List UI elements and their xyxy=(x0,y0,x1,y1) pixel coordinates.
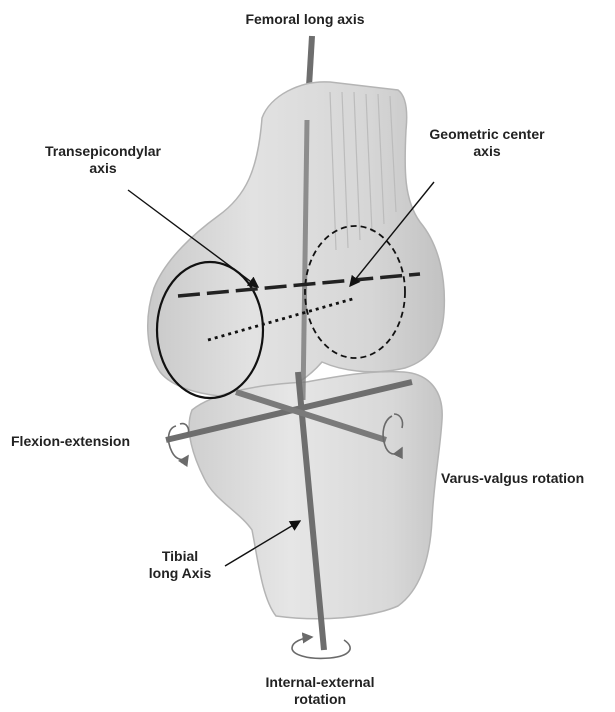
femoral-long-axis-label: Femoral long axis xyxy=(230,11,380,28)
internal-external-rotation-label: Internal-external rotation xyxy=(240,674,400,708)
geometric-center-axis-label: Geometric center axis xyxy=(412,126,562,160)
geometric-center-label-line1: Geometric center xyxy=(412,126,562,143)
femur-bone xyxy=(148,82,445,397)
tibial-long-axis-label: Tibial long Axis xyxy=(130,548,230,582)
tibial-label-line1: Tibial xyxy=(130,548,230,565)
transepicondylar-axis-label: Transepicondylar axis xyxy=(28,143,178,177)
tibial-label-line2: long Axis xyxy=(130,565,230,582)
geometric-center-label-line2: axis xyxy=(412,143,562,160)
transepicondylar-label-line1: Transepicondylar xyxy=(28,143,178,160)
transepicondylar-label-line2: axis xyxy=(28,160,178,177)
internal-external-label-line2: rotation xyxy=(240,691,400,708)
varus-valgus-rotation-label: Varus-valgus rotation xyxy=(441,470,584,487)
internal-external-label-line1: Internal-external xyxy=(240,674,400,691)
flexion-extension-label: Flexion-extension xyxy=(11,433,130,450)
